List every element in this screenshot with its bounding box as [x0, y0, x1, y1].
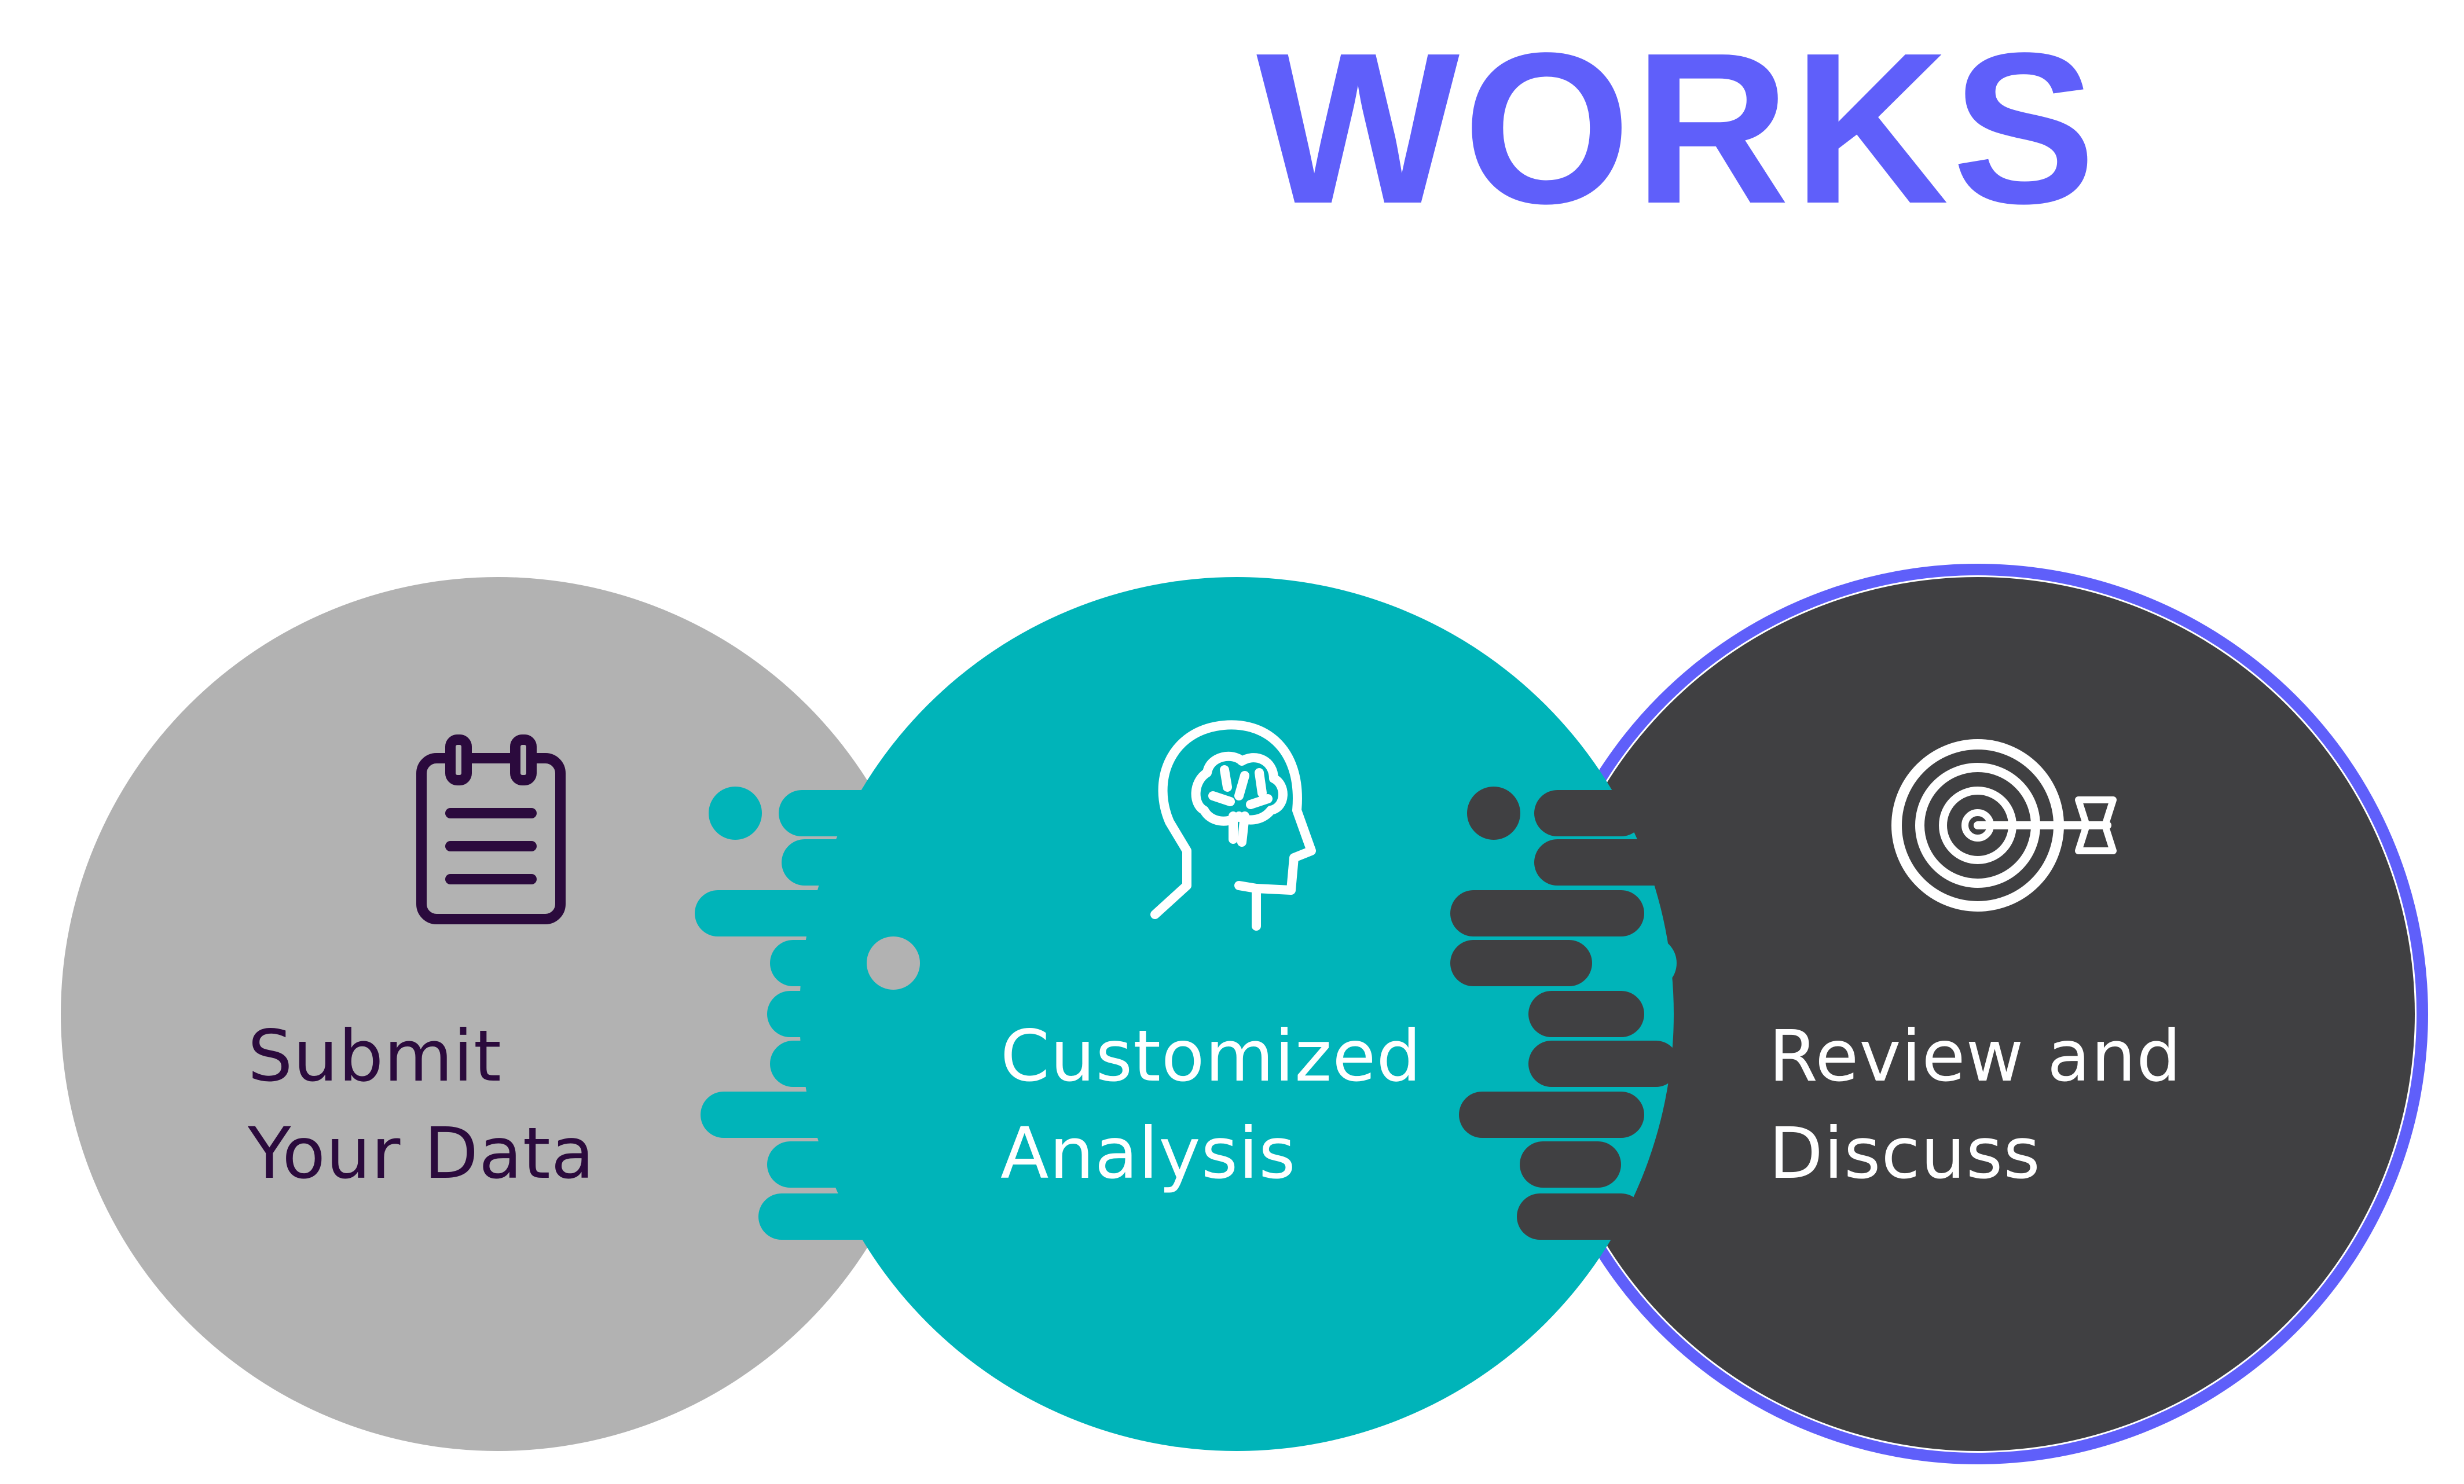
notepad-icon	[416, 734, 566, 924]
neck-line	[1234, 881, 1261, 893]
connector-right	[1450, 787, 1679, 1240]
connector-left	[695, 787, 926, 1240]
step2-label-line2: Analysis	[1000, 1112, 1296, 1195]
analysis-circle	[800, 577, 1674, 1451]
heading-title: WORKS	[1256, 8, 2099, 248]
brain-folds	[1208, 765, 1273, 847]
arrow-fletching	[2075, 796, 2117, 854]
step3-label-line1: Review and	[1769, 1015, 2182, 1097]
dot	[709, 787, 762, 840]
review-circle	[1541, 577, 2415, 1451]
dot	[1467, 787, 1520, 840]
notepad-body	[416, 753, 566, 924]
notepad-ring	[445, 734, 472, 785]
step1-label-line1: Submit	[248, 1015, 502, 1097]
step2-label-line1: Customized	[1000, 1015, 1422, 1097]
brain-head-icon	[1150, 720, 1316, 931]
dot	[867, 936, 920, 990]
dot	[1623, 936, 1677, 990]
notepad-ring	[510, 734, 537, 785]
brain-shape	[1191, 751, 1288, 826]
step1-label-line2: Your Data	[247, 1112, 595, 1195]
head-outline	[1150, 720, 1316, 931]
target-arrow-icon	[1891, 739, 2117, 912]
step3-label-line2: Discuss	[1769, 1112, 2041, 1195]
